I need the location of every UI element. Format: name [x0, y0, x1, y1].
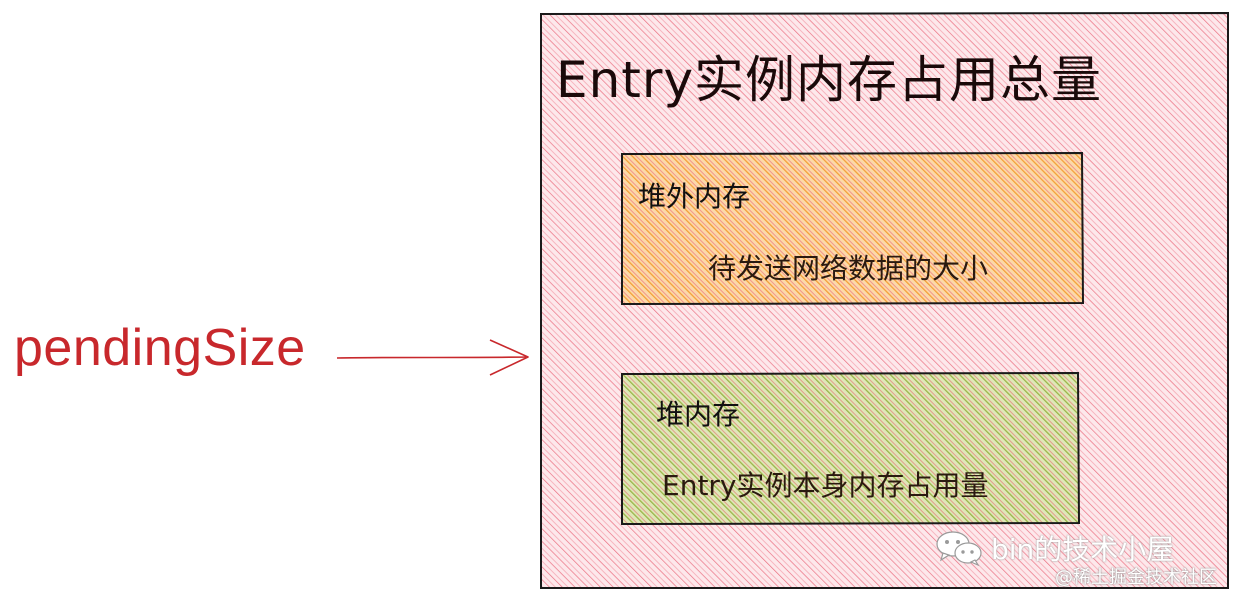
off-heap-title: 堆外内存	[638, 180, 751, 213]
off-heap-description: 待发送网络数据的大小	[708, 252, 989, 285]
heap-title: 堆内存	[656, 398, 741, 431]
wechat-icon	[936, 531, 982, 567]
heap-box	[621, 371, 1081, 526]
heap-description: Entry实例本身内存占用量	[662, 469, 989, 502]
watermark-text: bin的技术小屋	[991, 533, 1175, 566]
watermark: bin的技术小屋	[935, 528, 1174, 568]
pending-size-label: pendingSize	[14, 319, 306, 377]
pending-size-arrow	[336, 339, 529, 376]
watermark-source: @稀土掘金技术社区	[1055, 567, 1217, 588]
off-heap-box	[621, 151, 1085, 306]
outer-box-title: Entry实例内存占用总量	[556, 51, 1103, 109]
